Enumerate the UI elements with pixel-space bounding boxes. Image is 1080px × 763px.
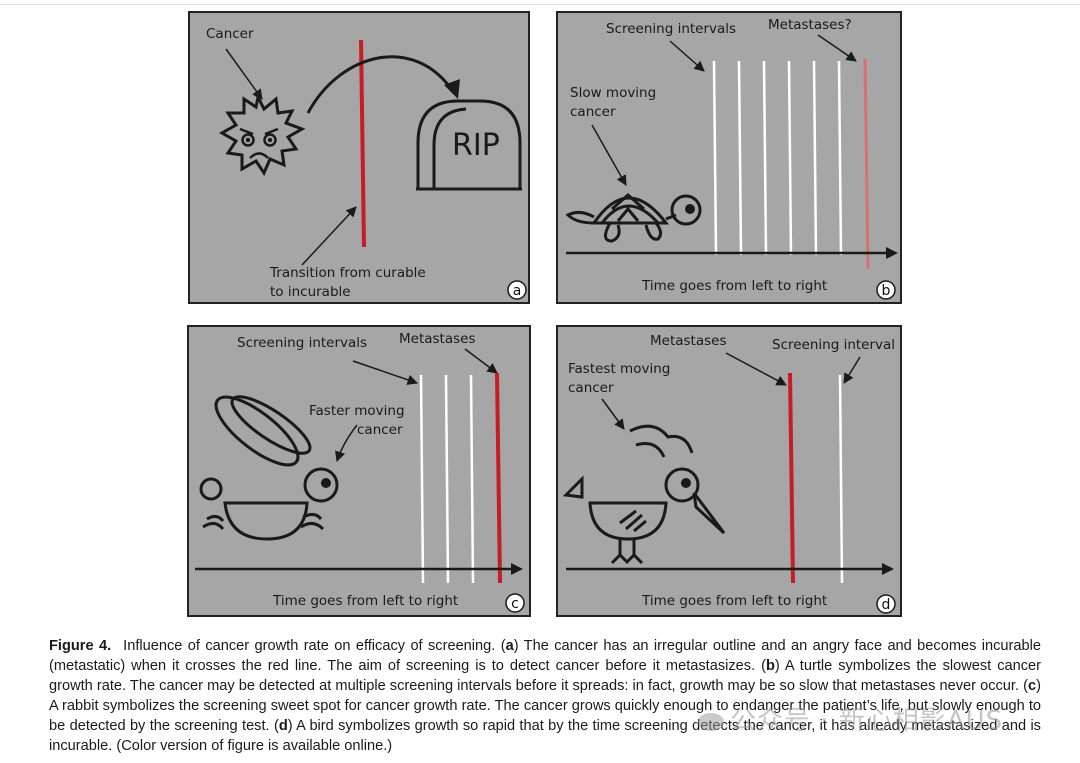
time-label: Time goes from left to right bbox=[272, 593, 458, 609]
watermark-text: 公众号 · 新心相影AUS bbox=[730, 706, 1004, 736]
svg-text:d: d bbox=[882, 597, 891, 613]
screening-pointer-arrow bbox=[669, 40, 705, 72]
fastest-cancer-label-line2: cancer bbox=[568, 380, 614, 396]
fastest-cancer-pointer-arrow bbox=[601, 398, 625, 430]
caption-text-2: ) A turtle symbolizes the slowest cancer… bbox=[49, 657, 1041, 694]
wechat-icon bbox=[698, 712, 724, 731]
faster-cancer-pointer-arrow bbox=[335, 424, 358, 462]
curve-arrowhead bbox=[444, 79, 460, 99]
metastases-faded-line bbox=[863, 58, 870, 270]
caption-key-a: a bbox=[505, 638, 514, 654]
screening-interval-label: Screening interval bbox=[772, 337, 895, 353]
metastases-question-label: Metastases? bbox=[768, 17, 852, 33]
time-axis-arrowhead bbox=[886, 247, 898, 259]
panel-c-drawing: Screening intervals Metastases Faster mo… bbox=[195, 331, 525, 613]
caption-text-1: ) The cancer has an irregular outline an… bbox=[49, 638, 1041, 674]
transition-pointer-arrow bbox=[301, 206, 357, 266]
top-divider bbox=[0, 4, 1080, 5]
figure-number: Figure 4. bbox=[49, 638, 112, 654]
metastases-line bbox=[788, 372, 795, 584]
screening-interval-line bbox=[838, 374, 844, 584]
time-label: Time goes from left to right bbox=[641, 593, 827, 609]
panel-a-drawing: Cancer RIP Transition from curable to i bbox=[206, 26, 527, 300]
time-axis-arrowhead bbox=[511, 563, 523, 575]
curable-transition-line bbox=[359, 39, 366, 248]
metastases-label: Metastases bbox=[650, 333, 727, 349]
tombstone-icon: RIP bbox=[416, 99, 522, 191]
svg-text:b: b bbox=[882, 283, 891, 299]
cancer-pointer-arrow bbox=[225, 48, 263, 100]
faster-cancer-label-line2: cancer bbox=[357, 422, 403, 438]
screening-pointer-arrow bbox=[352, 360, 418, 385]
svg-text:a: a bbox=[513, 283, 522, 299]
panel-b-drawing: Screening intervals Metastases? Slow mov… bbox=[565, 17, 898, 300]
panel-d-drawing: Metastases Screening interval Fastest mo… bbox=[562, 333, 896, 614]
screening-interval-lines bbox=[712, 60, 843, 256]
metastases-label: Metastases bbox=[399, 331, 476, 347]
svg-text:c: c bbox=[511, 596, 519, 612]
metastases-pointer-arrow bbox=[817, 34, 857, 62]
slow-cancer-label-line2: cancer bbox=[570, 104, 616, 120]
rip-text: RIP bbox=[452, 128, 500, 163]
curve-arrow bbox=[306, 55, 456, 114]
panel-b: Screening intervals Metastases? Slow mov… bbox=[556, 11, 902, 304]
caption-text-3: ) A rabbit symbolizes the screening swee… bbox=[49, 677, 1041, 734]
caption-key-c: c bbox=[1028, 677, 1037, 694]
time-axis-arrowhead bbox=[882, 563, 894, 575]
screening-pointer-arrow bbox=[843, 356, 861, 384]
metastases-pointer-arrow bbox=[464, 348, 498, 374]
watermark: 公众号 · 新心相影AUS bbox=[698, 700, 1003, 737]
fastest-cancer-label-line1: Fastest moving bbox=[568, 361, 670, 377]
caption-key-b: b bbox=[765, 657, 775, 674]
time-label: Time goes from left to right bbox=[641, 278, 827, 294]
cancer-cell-icon bbox=[218, 92, 306, 177]
screening-intervals-label: Screening intervals bbox=[606, 21, 736, 37]
panel-d-badge: d bbox=[876, 594, 896, 614]
metastases-pointer-arrow bbox=[725, 352, 787, 386]
transition-label-line1: Transition from curable bbox=[269, 265, 426, 281]
panel-a: Cancer RIP Transition from curable to i bbox=[188, 11, 530, 304]
figure-caption: Figure 4. Influence of cancer growth rate… bbox=[49, 637, 1041, 756]
transition-label-line2: to incurable bbox=[270, 284, 351, 300]
faster-cancer-label-line1: Faster moving bbox=[309, 403, 405, 419]
panel-c: Screening intervals Metastases Faster mo… bbox=[187, 325, 531, 617]
caption-key-d: d bbox=[278, 717, 288, 734]
slow-cancer-pointer-arrow bbox=[591, 124, 627, 186]
screening-interval-lines bbox=[419, 374, 475, 584]
turtle-icon bbox=[565, 193, 702, 243]
cancer-label: Cancer bbox=[206, 26, 254, 42]
caption-text-0: Influence of cancer growth rate on effic… bbox=[123, 638, 506, 654]
panel-a-badge: a bbox=[507, 280, 527, 300]
bird-icon bbox=[562, 424, 726, 565]
panel-c-badge: c bbox=[505, 593, 525, 613]
panel-d: Metastases Screening interval Fastest mo… bbox=[556, 325, 902, 617]
rabbit-icon bbox=[199, 395, 339, 541]
screening-intervals-label: Screening intervals bbox=[237, 335, 367, 351]
metastases-line bbox=[495, 372, 502, 584]
caption-paragraph: Figure 4. Influence of cancer growth rate… bbox=[49, 637, 1041, 756]
slow-cancer-label-line1: Slow moving bbox=[570, 85, 656, 101]
caption-text-4: ) A bird symbolizes growth so rapid that… bbox=[49, 717, 1041, 754]
panel-b-badge: b bbox=[876, 280, 896, 300]
